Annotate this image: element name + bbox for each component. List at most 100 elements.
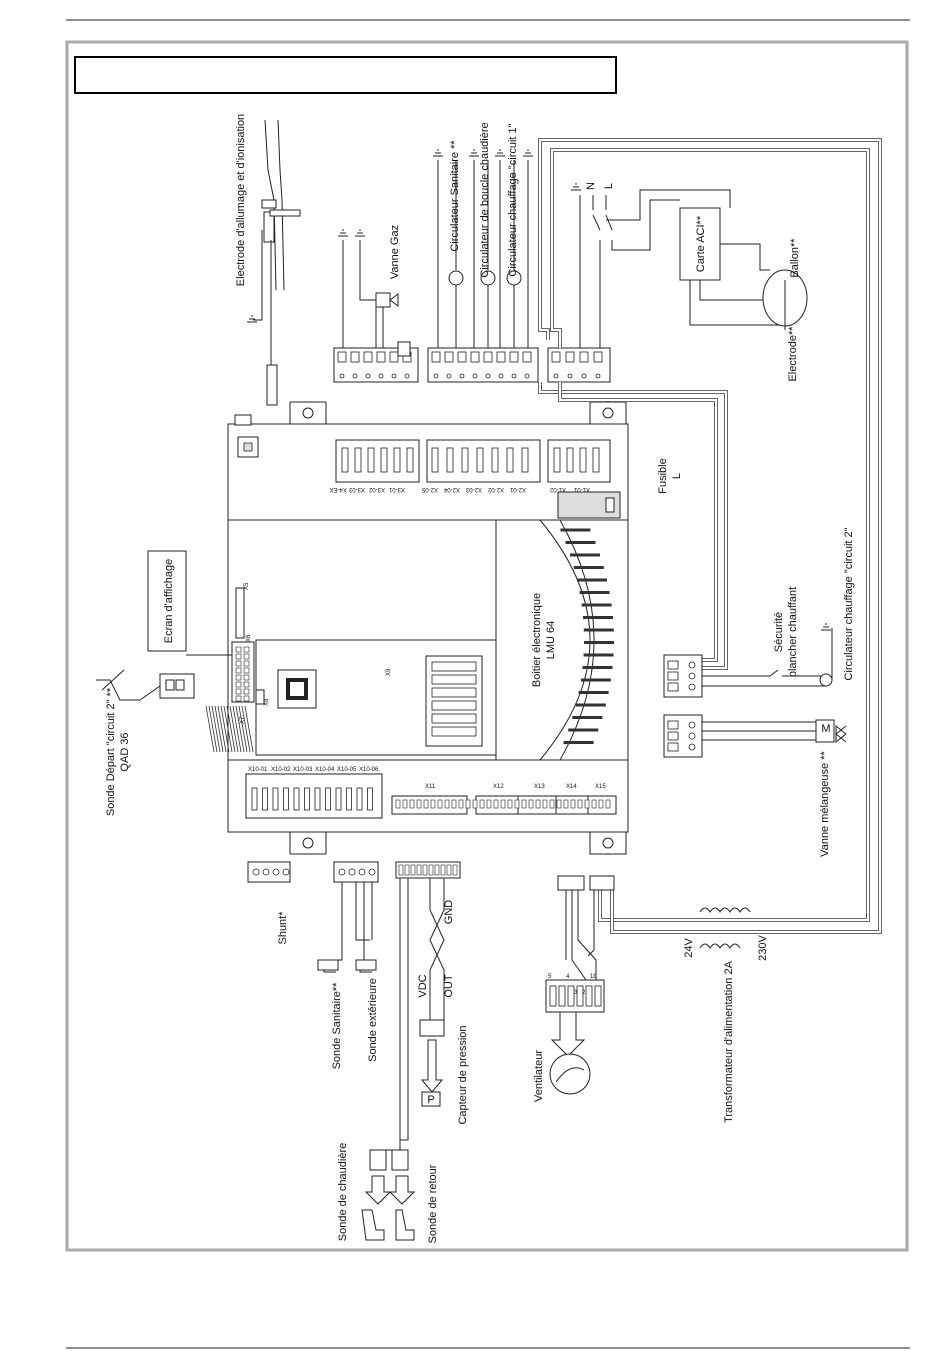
gnd-label: GND <box>443 900 455 925</box>
module-pin <box>431 726 477 737</box>
ignition-electrode <box>253 119 301 406</box>
small-pin <box>521 799 527 809</box>
small-pin <box>444 799 450 809</box>
terminal-pin <box>363 351 373 363</box>
ribbon-wire <box>217 705 227 753</box>
harness-pin <box>434 864 440 876</box>
display-pin <box>243 646 250 653</box>
terminal-screw <box>404 373 410 379</box>
small-pin <box>528 799 534 809</box>
module-pin <box>431 674 477 685</box>
label-x2-01: X2-01 <box>509 486 526 492</box>
v24-label: 24V <box>683 938 695 958</box>
x10-pin <box>367 787 373 811</box>
terminal-pin <box>389 351 399 363</box>
sonde-exterieure-label: Sonde extérieure <box>367 978 379 1062</box>
display-pin <box>243 674 250 681</box>
connector-pin <box>341 447 349 473</box>
connector-pin <box>406 447 414 473</box>
small-pin <box>514 799 520 809</box>
terminal-screw <box>338 868 346 876</box>
terminal-screw <box>511 373 517 379</box>
small-pin <box>472 799 478 809</box>
x10-pin <box>283 787 289 811</box>
circulateur-sanitaire-label: Circulateur Sanitaire ** <box>449 140 461 252</box>
connector-x3 <box>335 439 420 483</box>
circulator-sanitaire-symbol <box>448 270 464 286</box>
terminal-screw <box>581 373 587 379</box>
terminal-pin <box>509 351 519 363</box>
mount-tab-top-right <box>589 401 627 425</box>
x10-pin <box>251 787 258 811</box>
electrode-ballon-label: Electrode** <box>787 326 799 382</box>
x10-pin <box>304 787 310 811</box>
ribbon-wire <box>241 705 251 753</box>
vanne-gaz-label: Vanne Gaz <box>389 225 401 279</box>
label-x2-05: X2-05 <box>421 486 438 492</box>
securite-label-line1: Sécurité <box>773 612 785 652</box>
small-pin <box>570 799 576 809</box>
controller-board: X4-EX X3-03 X3-02 X3-01 X2-05 X2-04 X2-0… <box>205 401 629 855</box>
right-terminal-screw <box>688 721 696 729</box>
connector-pin <box>446 447 454 473</box>
label-x7: X7 <box>240 716 246 724</box>
ventilateur-label: Ventilateur <box>533 1050 545 1102</box>
label-x10-02: X10-02 <box>271 767 291 773</box>
x10-pin <box>262 787 268 811</box>
display-pin <box>235 688 242 695</box>
ribbon-wire <box>238 705 248 753</box>
right-terminal-screw <box>688 661 696 669</box>
small-pin <box>437 799 443 809</box>
pressure-connector <box>419 1019 445 1037</box>
x10-pin <box>272 787 279 811</box>
boitier-label-line1: Boitier électronique <box>531 593 543 687</box>
terminal-screw <box>433 373 439 379</box>
gas-valve <box>342 240 411 357</box>
circuit2-wiring <box>702 628 847 744</box>
connector-pin <box>431 447 439 473</box>
terminal-pin <box>496 351 506 363</box>
fuse <box>557 491 621 519</box>
connector-pin <box>354 447 362 473</box>
right-terminal-pin <box>667 660 679 670</box>
small-pin <box>423 799 429 809</box>
x10-pin <box>335 787 342 811</box>
label-x3-01: X3-01 <box>388 486 405 492</box>
terminal-screw <box>472 373 478 379</box>
fan-plug-pin <box>558 985 566 1007</box>
label-x1-02: X1-02 <box>549 486 566 492</box>
sonde-exterieure-symbol <box>355 959 377 971</box>
label-x11: X11 <box>425 784 436 790</box>
pin-2-label: 2 <box>582 990 586 996</box>
display-pin <box>243 688 250 695</box>
fan-plug-pin <box>594 985 602 1007</box>
terminal-screw <box>567 373 573 379</box>
terminal-screw <box>282 868 290 876</box>
harness-pin <box>422 864 428 876</box>
module-pin <box>431 687 477 698</box>
terminal-pin <box>551 351 561 363</box>
right-terminal-screw <box>688 732 696 740</box>
terminal-pin <box>470 351 480 363</box>
terminal-pin <box>444 351 454 363</box>
ribbon-wire <box>205 705 215 753</box>
terminal-screw <box>339 373 345 379</box>
harness-pin <box>446 864 452 876</box>
display-pin <box>235 695 242 702</box>
small-pin <box>500 799 506 809</box>
n-label: N <box>585 182 597 190</box>
small-pin <box>577 799 583 809</box>
out-label: OUT <box>443 974 455 998</box>
x10-pin <box>325 787 331 811</box>
title-box <box>74 56 617 94</box>
label-x10-01: X10-01 <box>248 767 268 773</box>
circulateur-chauffage2-label: Circulateur chauffage "circuit 2" <box>843 527 855 680</box>
mains-wiring <box>538 138 882 934</box>
small-pin <box>451 799 457 809</box>
small-pin <box>493 799 499 809</box>
harness-pin <box>404 864 410 876</box>
capteur-pression-label: Capteur de pression <box>457 1025 469 1124</box>
display-pin <box>243 681 250 688</box>
ribbon-wire <box>220 705 230 753</box>
